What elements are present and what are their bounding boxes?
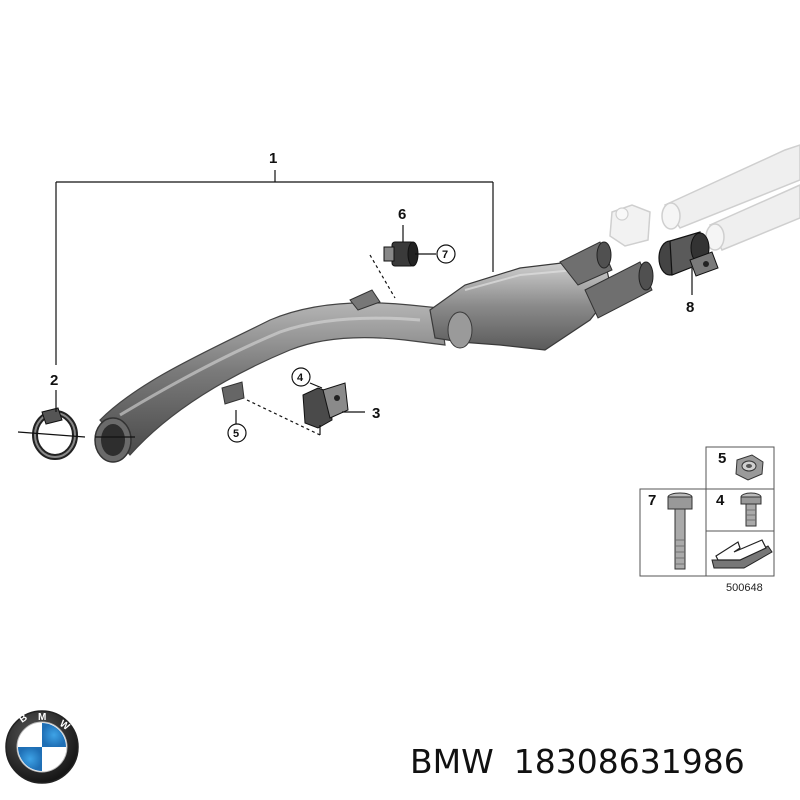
hardware-legend: 5 7 4 bbox=[639, 446, 775, 594]
legend-label-7: 7 bbox=[648, 492, 656, 509]
callout-4: 4 bbox=[297, 372, 304, 384]
long-bolt-icon bbox=[667, 492, 693, 570]
callout-2: 2 bbox=[50, 372, 58, 389]
callout-8: 8 bbox=[686, 299, 694, 316]
pipe-clamp-2 bbox=[17, 407, 86, 460]
rear-pipes-ghost bbox=[609, 144, 800, 251]
brand-name: BMW bbox=[410, 741, 494, 781]
parts-arrow-icon bbox=[711, 539, 773, 569]
bmw-logo-icon: B M W bbox=[5, 710, 79, 784]
svg-text:M: M bbox=[38, 712, 46, 723]
callout-5: 5 bbox=[233, 428, 239, 440]
rubber-mount-6 bbox=[383, 241, 436, 267]
rear-muffler bbox=[429, 241, 654, 351]
callout-3: 3 bbox=[372, 405, 380, 422]
rubber-mount-3 bbox=[302, 382, 365, 429]
part-number: 18308631986 bbox=[513, 741, 745, 781]
short-bolt-icon bbox=[740, 492, 762, 527]
part-caption: BMW 18308631986 bbox=[410, 736, 790, 786]
callout-6: 6 bbox=[398, 206, 406, 223]
legend-label-4: 4 bbox=[716, 492, 725, 509]
legend-label-5: 5 bbox=[718, 450, 726, 467]
pipe-clamp-8 bbox=[658, 231, 719, 277]
callout-7: 7 bbox=[442, 249, 448, 261]
callout-1: 1 bbox=[269, 150, 277, 167]
callouts: 1 2 3 6 8 7 4 5 bbox=[50, 150, 694, 443]
flange-nut-icon bbox=[735, 454, 764, 481]
reference-number: 500648 bbox=[726, 582, 763, 594]
leader-lines bbox=[55, 170, 693, 436]
center-exhaust-pipe bbox=[94, 289, 446, 463]
